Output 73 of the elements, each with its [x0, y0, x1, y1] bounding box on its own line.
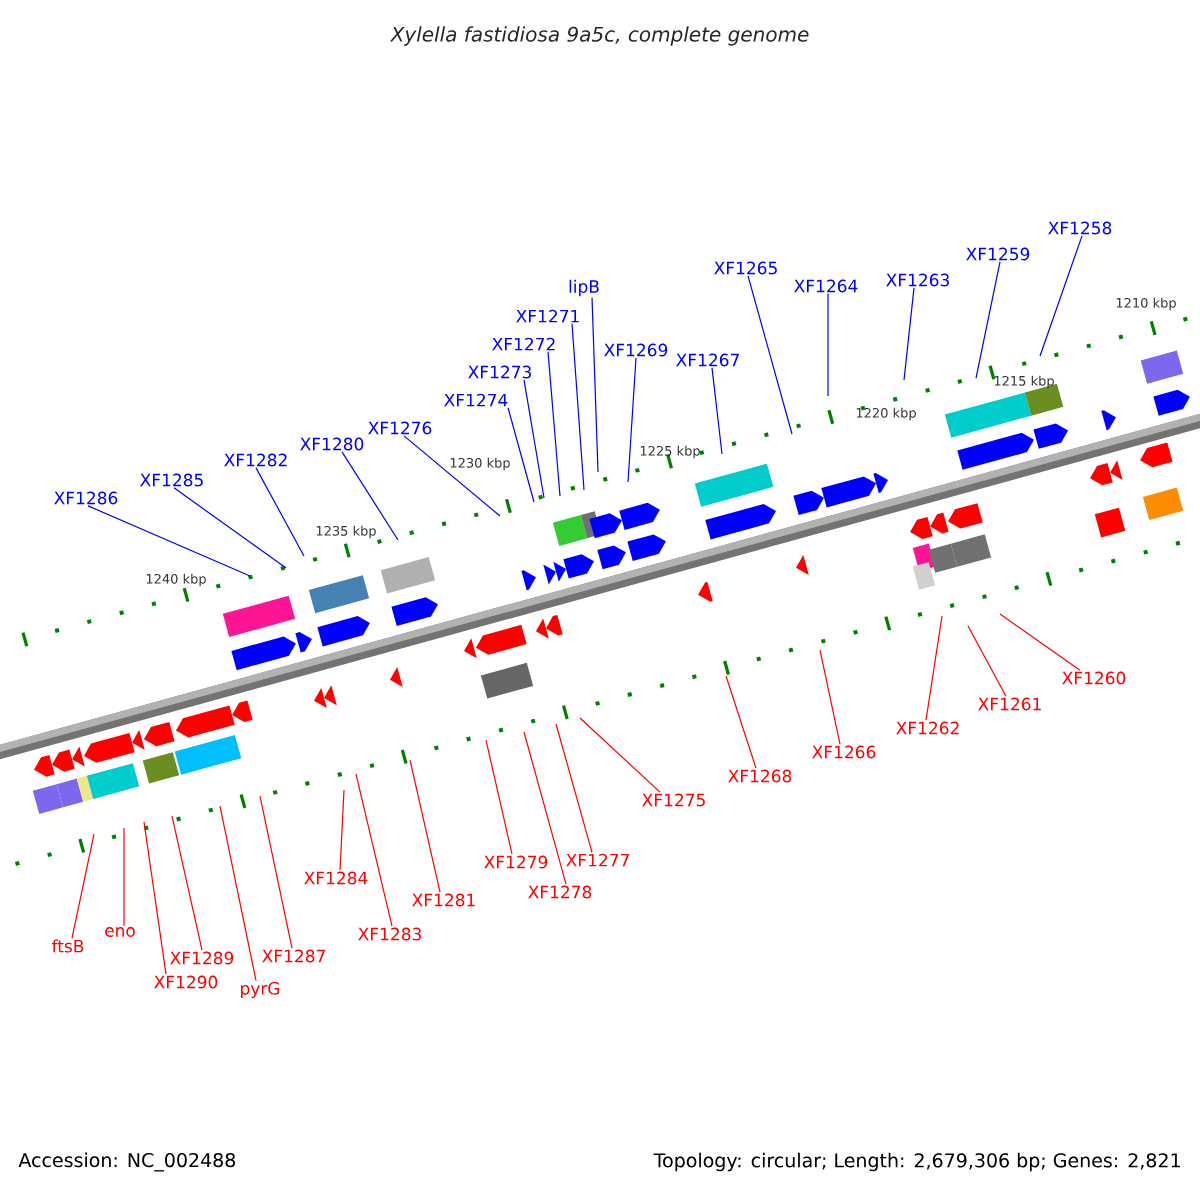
gene-label: XF1274	[444, 393, 508, 407]
info-text: Accession: NC_002488	[18, 1152, 236, 1172]
gene-label: XF1261	[978, 697, 1041, 711]
gene-label: XF1267	[676, 353, 739, 367]
leader-line	[925, 615, 943, 721]
leader-line	[409, 759, 441, 893]
gene-label: XF1264	[794, 279, 858, 293]
leader-line	[485, 739, 513, 855]
leader-line	[819, 649, 841, 745]
gene-label: XF1278	[528, 885, 592, 899]
gene-label: XF1275	[642, 793, 705, 807]
gene-label: XF1259	[966, 247, 1030, 261]
gene-label: XF1280	[300, 437, 364, 451]
leader-line	[403, 435, 501, 517]
gene-label: XF1271	[516, 309, 579, 323]
gene-label: XF1281	[412, 893, 475, 907]
leader-line	[711, 367, 723, 455]
gene-label: XF1268	[728, 769, 792, 783]
leader-line	[171, 815, 203, 951]
leader-line	[143, 821, 167, 975]
gene-label: XF1284	[304, 871, 368, 885]
gene-label: XF1279	[484, 855, 548, 869]
leader-line	[725, 675, 757, 769]
gene-label: XF1285	[140, 473, 203, 487]
leader-line	[975, 261, 1001, 379]
leader-line	[219, 805, 257, 982]
gene-label: XF1290	[154, 975, 218, 989]
gene-label: XF1287	[262, 949, 325, 963]
leader-line	[571, 323, 585, 491]
gene-label: XF1273	[468, 365, 531, 379]
leader-line	[87, 505, 251, 577]
leader-line	[341, 451, 399, 541]
leader-line	[507, 407, 535, 503]
leader-line	[255, 467, 305, 557]
gene-label: lipB	[569, 279, 599, 297]
leader-line	[967, 625, 1007, 697]
leader-line	[579, 717, 661, 793]
title: Xylella fastidiosa 9a5c, complete genome	[389, 26, 809, 46]
gene-label: XF1289	[170, 951, 234, 965]
leader-line	[355, 773, 393, 927]
leader-line	[903, 287, 915, 381]
leader-line	[523, 379, 545, 499]
info-text: Topology: circular; Length: 2,679,306 bp; Genes: 2,821	[653, 1152, 1180, 1172]
leader-line	[827, 293, 829, 397]
leader-line	[555, 723, 593, 853]
gene-label: XF1277	[566, 853, 629, 867]
leader-line	[259, 795, 293, 949]
gene-label: XF1258	[1048, 221, 1112, 235]
gene-label: XF1265	[714, 261, 777, 275]
gene-label: XF1269	[604, 343, 668, 357]
gene-label: XF1286	[54, 491, 118, 505]
gene-label: XF1263	[886, 273, 949, 287]
gene-label: pyrG	[241, 981, 280, 999]
gene-label: eno	[105, 927, 135, 937]
leader-line	[747, 275, 793, 435]
leader-line	[123, 827, 125, 927]
gene-label: XF1276	[368, 421, 432, 435]
leader-line	[627, 357, 637, 483]
gene-label: XF1260	[1062, 671, 1126, 685]
leader-line	[999, 613, 1081, 671]
gene-label: XF1266	[812, 745, 876, 759]
gene-label: XF1282	[224, 453, 287, 467]
leader-line	[547, 351, 561, 497]
gene-label: XF1283	[358, 927, 421, 941]
gene-label: XF1262	[896, 721, 959, 735]
leader-line	[339, 789, 345, 871]
gene-label: ftsB	[51, 939, 84, 953]
leader-line	[71, 833, 95, 939]
leader-line	[1039, 235, 1083, 357]
gene-label: XF1272	[492, 337, 555, 351]
leader-line	[591, 297, 599, 473]
leader-line	[173, 487, 287, 569]
leader-line	[523, 731, 567, 885]
